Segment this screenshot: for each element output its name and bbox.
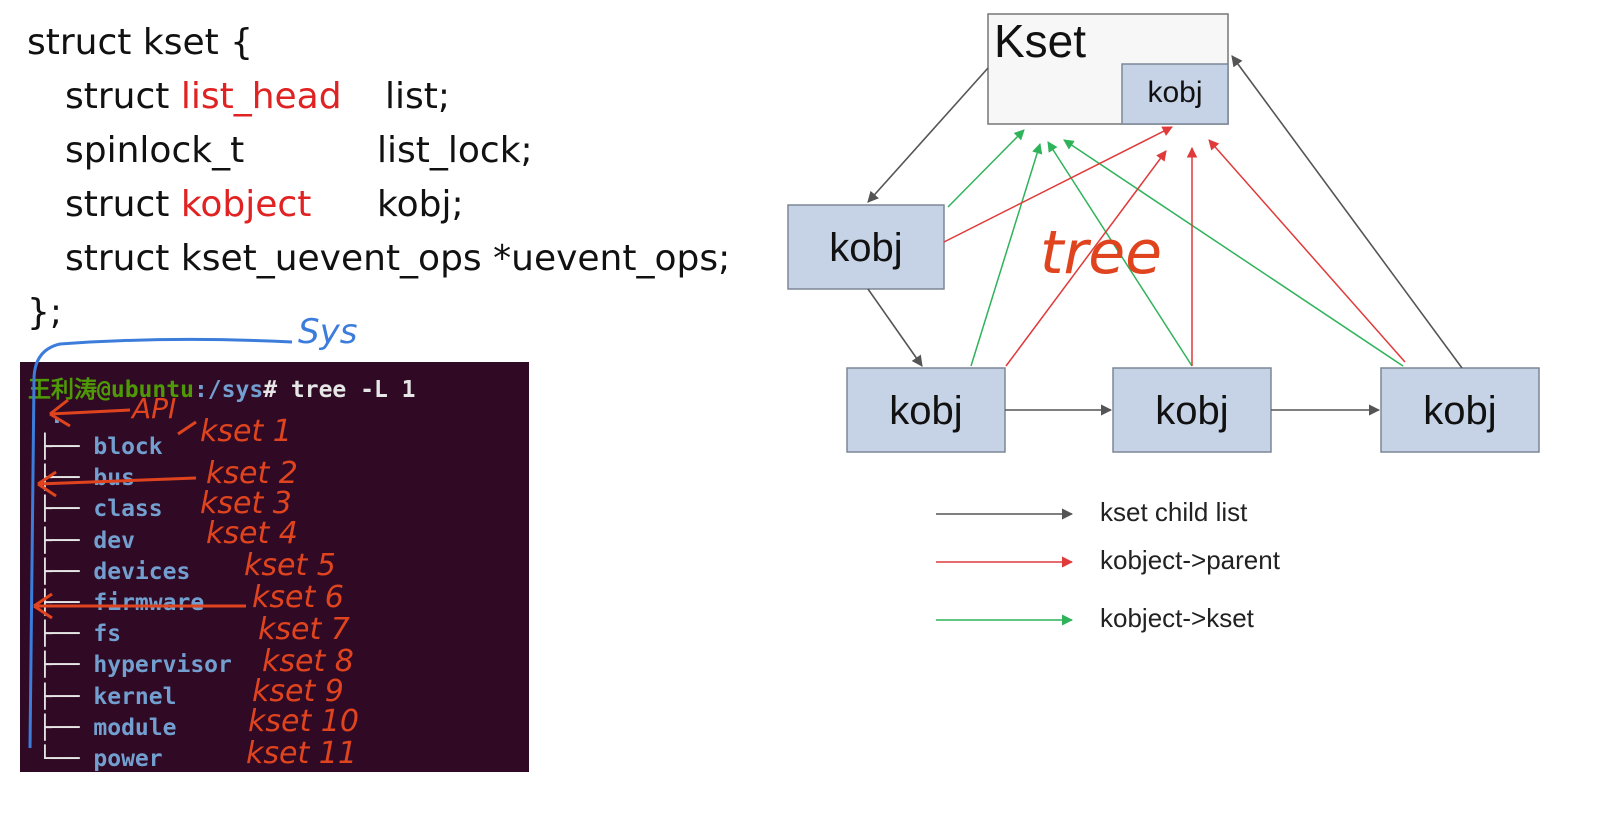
prompt-path: :/sys — [193, 377, 264, 403]
code-field-kobj: kobj; — [377, 184, 464, 225]
kobj-child-3-label: kobj — [1423, 389, 1497, 433]
code-field-list-lock: list_lock; — [377, 130, 533, 171]
kobject-kset-arrow — [1047, 141, 1193, 367]
code-type-spinlock: spinlock_t — [65, 130, 245, 171]
tree-branch: ├── — [38, 496, 94, 523]
tree-entry: ├── kernel — [38, 684, 176, 710]
prompt-command: # tree -L 1 — [263, 377, 416, 403]
kset-annotation: kset 9 — [252, 674, 344, 709]
kobject-parent-arrow — [943, 126, 1173, 243]
code-line-6: }; — [27, 292, 63, 333]
tree-entry: ├── devices — [38, 559, 190, 585]
code-line-4: struct kobject — [65, 184, 311, 225]
kset-annotation: kset 8 — [262, 644, 354, 679]
kset-annotation: kset 11 — [246, 736, 357, 771]
tree-entry: ├── firmware — [38, 590, 204, 616]
tree-dir-name: hypervisor — [93, 652, 232, 679]
kobject-parent-arrow — [1005, 150, 1167, 367]
tree-dir-name: dev — [93, 527, 135, 554]
tree-branch: ├── — [38, 683, 94, 710]
tree-branch: ├── — [38, 434, 94, 460]
tree-entry: ├── dev — [38, 528, 135, 554]
code-type-kobject: kobject — [180, 184, 312, 225]
tree-dir-name: power — [93, 746, 163, 772]
tree-annotation: tree — [1040, 218, 1163, 288]
tree-entry: └── power — [38, 746, 163, 772]
api-annotation: API — [132, 392, 177, 425]
legend-label-parent: kobject->parent — [1100, 545, 1280, 575]
child-list-arrow — [1231, 55, 1463, 369]
legend-label-kset: kobject->kset — [1100, 603, 1254, 633]
terminal-prompt: 王利涛@ubuntu:/sys# tree -L 1 — [28, 370, 416, 404]
firmware-arrow-stroke — [33, 592, 246, 620]
kset-annotation: kset 1 — [200, 414, 292, 449]
code-line-1: struct kset { — [27, 22, 254, 63]
kobject-kset-arrow — [970, 142, 1043, 367]
kobj-child-2-label: kobj — [1155, 389, 1229, 433]
tree-branch: └── — [38, 746, 94, 772]
code-keyword: struct — [65, 184, 181, 225]
code-field-list: list; — [385, 76, 451, 117]
kset-box-label: Kset — [994, 15, 1087, 67]
kobject-kset-arrow — [947, 129, 1025, 208]
kset-annotation: kset 2 — [206, 456, 298, 491]
tree-entry: ├── hypervisor — [38, 652, 232, 678]
tree-dir-name: fs — [93, 621, 122, 648]
tree-dir-name: kernel — [93, 683, 177, 710]
tree-dir-name: class — [93, 496, 163, 523]
sys-annotation: Sys — [298, 312, 358, 352]
code-line-2: struct list_head — [65, 76, 342, 117]
kset-annotation: kset 3 — [200, 486, 292, 521]
block-arrow-stroke — [177, 420, 197, 436]
kset-annotation: kset 6 — [252, 580, 344, 615]
tree-entry: ├── fs — [38, 621, 121, 647]
code-line-5: struct kset_uevent_ops *uevent_ops; — [65, 238, 731, 279]
code-keyword: struct — [65, 76, 181, 117]
kobj-box-child-2 — [1112, 367, 1272, 453]
kset-annotation: kset 5 — [244, 548, 336, 583]
bus-arrow-stroke — [37, 470, 197, 498]
tree-branch: ├── — [38, 714, 94, 741]
tree-dir-name: devices — [93, 558, 191, 585]
tree-branch: ├── — [38, 558, 94, 585]
tree-branch: ├── — [38, 652, 94, 679]
kobject-kset-arrow — [1063, 139, 1404, 367]
kset-annotation: kset 7 — [258, 612, 350, 647]
kobj-box-parent — [787, 204, 945, 290]
tree-branch: ├── — [38, 527, 94, 554]
kobject-parent-arrow — [1208, 139, 1406, 363]
child-list-arrow — [867, 67, 989, 203]
kset-kobj-label: kobj — [1147, 76, 1203, 109]
sys-bracket-stroke — [28, 337, 293, 749]
tree-dir-name: module — [93, 714, 177, 741]
tree-dir-name: block — [93, 434, 163, 460]
api-arrow-stroke — [49, 398, 131, 428]
terminal-window: 王利涛@ubuntu:/sys# tree -L 1 . ├── block├─… — [20, 362, 529, 772]
tree-dir-name: firmware — [93, 590, 205, 616]
tree-entry: ├── block — [38, 434, 163, 460]
kset-kobj-box — [1121, 63, 1229, 125]
kset-annotation: kset 4 — [206, 516, 298, 551]
code-type-list-head: list_head — [180, 76, 342, 117]
tree-branch: ├── — [38, 621, 94, 648]
kobj-child-1-label: kobj — [889, 389, 963, 433]
legend-label-child-list: kset child list — [1100, 497, 1248, 527]
tree-entry: ├── module — [38, 715, 176, 741]
prompt-user: 王利涛@ubuntu — [28, 377, 194, 403]
child-list-arrow — [867, 288, 923, 367]
tree-dir-name: bus — [93, 465, 135, 492]
kobj-parent-label: kobj — [829, 226, 903, 270]
kset-annotation: kset 10 — [248, 704, 359, 739]
kobj-box-child-3 — [1380, 367, 1540, 453]
tree-entry: ├── class — [38, 496, 163, 522]
